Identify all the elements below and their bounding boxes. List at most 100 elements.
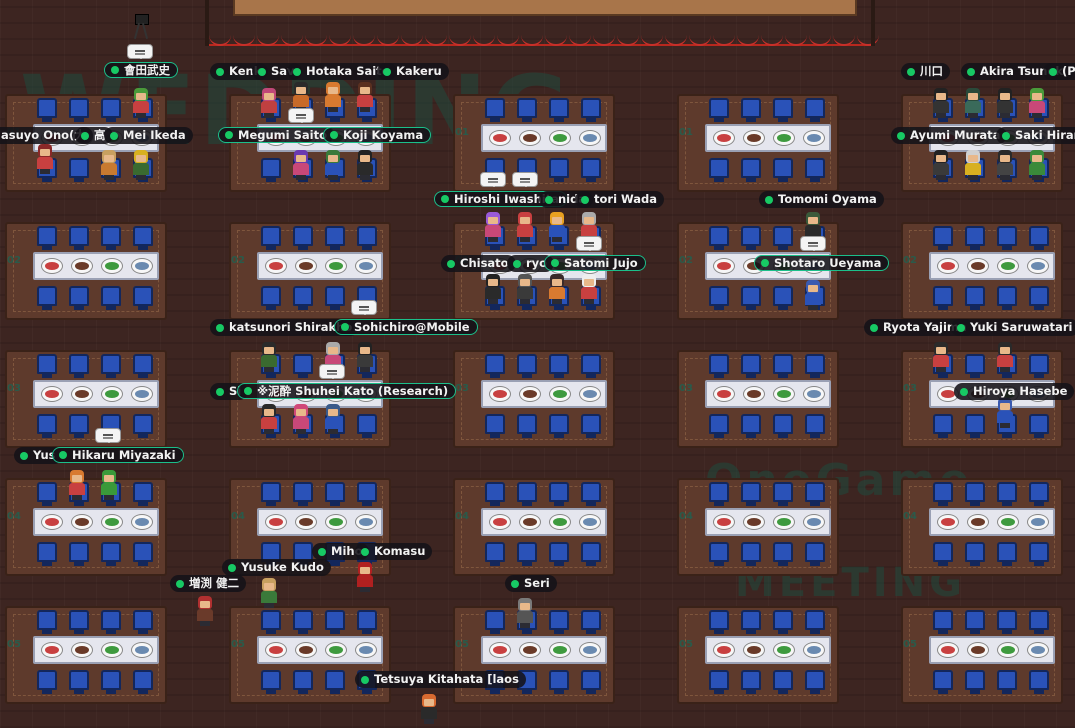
chair[interactable] <box>485 482 505 506</box>
chair[interactable] <box>933 610 953 634</box>
player-name-tag[interactable]: Seri <box>505 575 557 592</box>
player-name-tag[interactable]: 會田武史 <box>104 62 178 78</box>
chair[interactable] <box>805 482 825 506</box>
chair[interactable] <box>805 610 825 634</box>
player-avatar[interactable] <box>354 562 376 592</box>
chair[interactable] <box>517 414 537 438</box>
chair[interactable] <box>549 482 569 506</box>
chair[interactable] <box>741 286 761 310</box>
chair[interactable] <box>581 414 601 438</box>
player-name-tag[interactable]: Yuki Saruwatari <box>951 319 1075 336</box>
player-avatar[interactable] <box>962 88 984 118</box>
player-avatar[interactable] <box>194 596 216 626</box>
player-avatar[interactable] <box>34 144 56 174</box>
chair[interactable] <box>101 542 121 566</box>
player-name-tag[interactable]: (P <box>1043 63 1075 80</box>
player-name-tag[interactable]: Kakeru <box>377 63 449 80</box>
chair[interactable] <box>101 286 121 310</box>
chair[interactable] <box>997 226 1017 250</box>
chair[interactable] <box>965 226 985 250</box>
dining-table[interactable]: 02 <box>901 222 1063 320</box>
dining-table[interactable]: 03 <box>5 350 167 448</box>
player-name-tag[interactable]: katsunori Shirakho <box>210 319 360 336</box>
chair[interactable] <box>69 354 89 378</box>
chair[interactable] <box>101 670 121 694</box>
chair[interactable] <box>261 482 281 506</box>
chair[interactable] <box>1029 610 1049 634</box>
chair[interactable] <box>101 98 121 122</box>
chat-bubble-icon[interactable] <box>127 44 153 59</box>
chair[interactable] <box>965 482 985 506</box>
chair[interactable] <box>965 286 985 310</box>
chair[interactable] <box>261 286 281 310</box>
chair[interactable] <box>549 158 569 182</box>
player-avatar[interactable] <box>578 274 600 304</box>
player-name-tag[interactable]: Satomi Jujo <box>544 255 646 271</box>
player-avatar[interactable] <box>514 598 536 628</box>
chair[interactable] <box>965 610 985 634</box>
chair[interactable] <box>69 610 89 634</box>
chair[interactable] <box>485 98 505 122</box>
chair[interactable] <box>101 610 121 634</box>
chat-bubble-icon[interactable] <box>288 108 314 123</box>
dining-table[interactable]: 05 <box>453 606 615 704</box>
chair[interactable] <box>133 226 153 250</box>
chair[interactable] <box>261 670 281 694</box>
chair[interactable] <box>133 414 153 438</box>
chair[interactable] <box>37 542 57 566</box>
chat-bubble-icon[interactable] <box>319 364 345 379</box>
chair[interactable] <box>933 226 953 250</box>
chair[interactable] <box>549 98 569 122</box>
chat-bubble-icon[interactable] <box>351 300 377 315</box>
chair[interactable] <box>37 354 57 378</box>
chair[interactable] <box>37 414 57 438</box>
chair[interactable] <box>1029 286 1049 310</box>
dining-table[interactable]: 02 <box>5 222 167 320</box>
chair[interactable] <box>133 354 153 378</box>
chair[interactable] <box>37 482 57 506</box>
dining-table[interactable]: 04 <box>677 478 839 576</box>
chair[interactable] <box>997 286 1017 310</box>
player-avatar[interactable] <box>322 404 344 434</box>
dining-table[interactable]: 04 <box>901 478 1063 576</box>
player-avatar[interactable] <box>290 404 312 434</box>
chair[interactable] <box>133 670 153 694</box>
player-name-tag[interactable]: asuyo Ono(大 <box>0 127 93 144</box>
dining-table[interactable]: 01 <box>677 94 839 192</box>
chat-bubble-icon[interactable] <box>576 236 602 251</box>
chair[interactable] <box>741 482 761 506</box>
chair[interactable] <box>485 542 505 566</box>
player-name-tag[interactable]: Ryota Yajima <box>864 319 974 336</box>
chair[interactable] <box>37 670 57 694</box>
player-name-tag[interactable]: Yus <box>14 447 63 464</box>
chair[interactable] <box>325 610 345 634</box>
chair[interactable] <box>293 354 313 378</box>
chair[interactable] <box>261 610 281 634</box>
chair[interactable] <box>741 98 761 122</box>
chair[interactable] <box>933 414 953 438</box>
chair[interactable] <box>101 226 121 250</box>
player-avatar[interactable] <box>130 88 152 118</box>
player-avatar[interactable] <box>962 150 984 180</box>
chair[interactable] <box>741 542 761 566</box>
chair[interactable] <box>293 286 313 310</box>
player-name-tag[interactable]: Ayumi Murata <box>891 127 1008 144</box>
player-name-tag[interactable]: Tomomi Oyama <box>759 191 884 208</box>
chair[interactable] <box>965 414 985 438</box>
chat-bubble-icon[interactable] <box>480 172 506 187</box>
chair[interactable] <box>741 226 761 250</box>
player-name-tag[interactable]: Sohichiro@Mobile <box>334 319 478 335</box>
chair[interactable] <box>69 226 89 250</box>
chair[interactable] <box>933 542 953 566</box>
player-name-tag[interactable]: Hiroshi Iwashita <box>434 191 568 207</box>
chair[interactable] <box>709 482 729 506</box>
player-avatar[interactable] <box>482 212 504 242</box>
chair[interactable] <box>101 354 121 378</box>
player-avatar[interactable] <box>322 150 344 180</box>
chair[interactable] <box>805 98 825 122</box>
chair[interactable] <box>549 542 569 566</box>
chair[interactable] <box>357 414 377 438</box>
player-name-tag[interactable]: Shotaro Ueyama <box>754 255 890 271</box>
chair[interactable] <box>581 610 601 634</box>
player-avatar[interactable] <box>930 342 952 372</box>
